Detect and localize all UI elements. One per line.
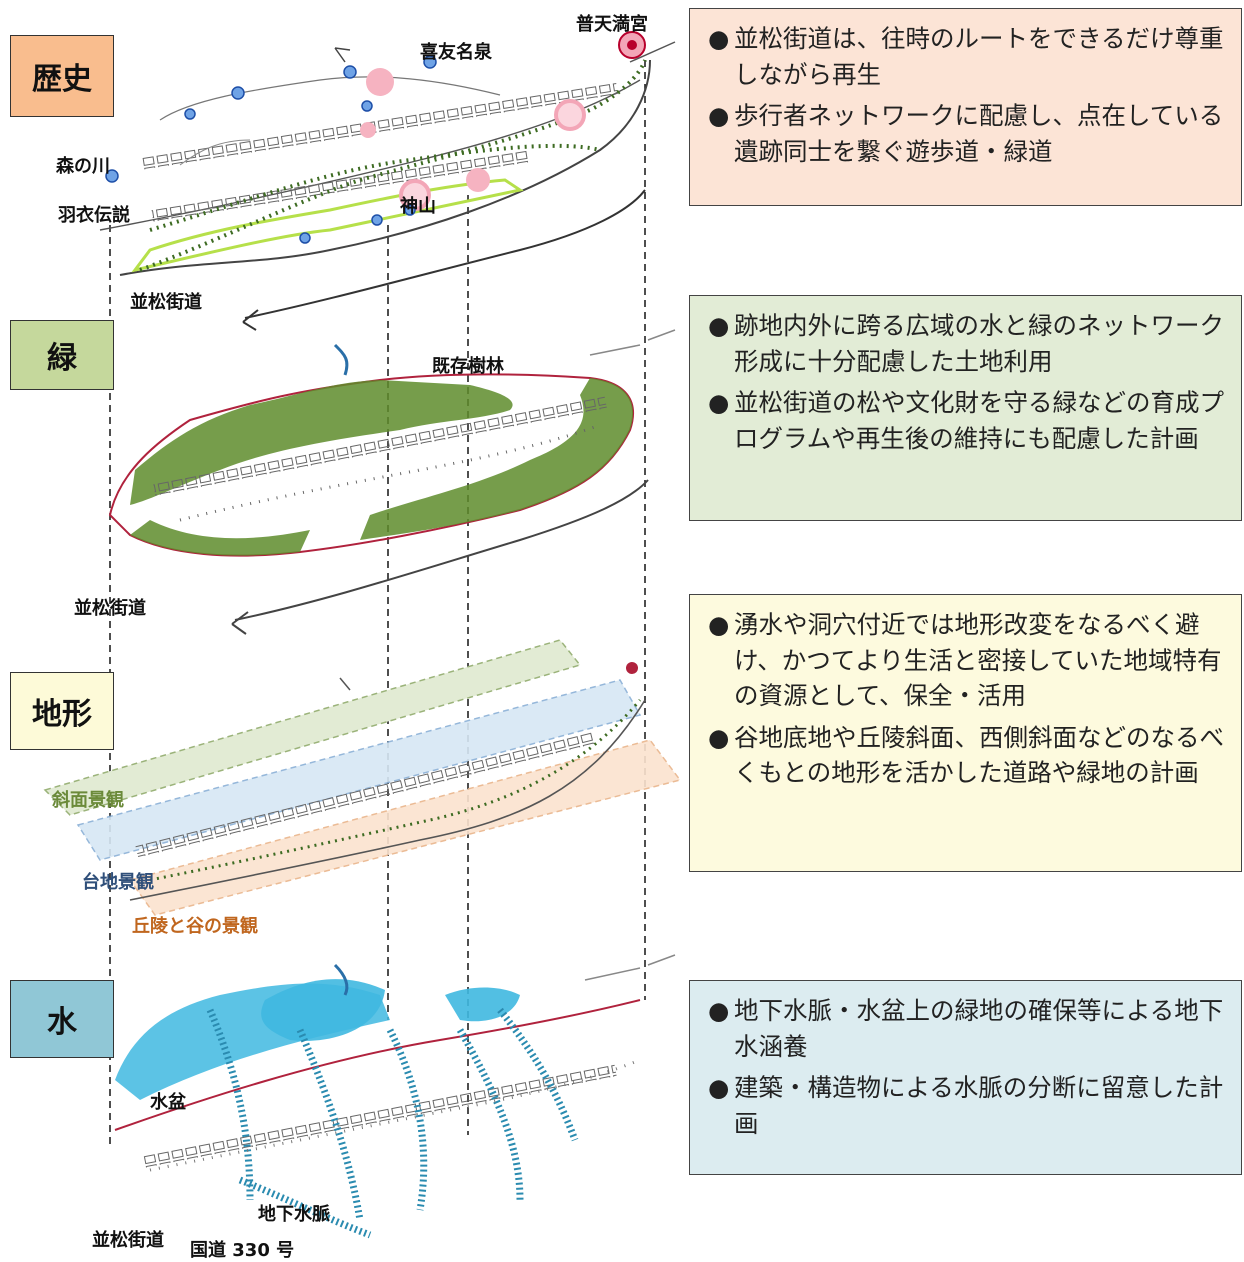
terrain-map — [43, 639, 682, 916]
label-suibon: 水盆 — [150, 1092, 186, 1113]
water-map — [114, 954, 676, 1239]
label-namimatsu-1: 並松街道 — [130, 292, 202, 313]
note-terrain-item-1: ●湧水や洞穴付近では地形改変をなるべく避け、かつてより生活と密接していた地域特有… — [708, 610, 1222, 711]
note-green-item-1: ●跡地内外に跨る広域の水と緑のネットワーク形成に十分配慮した土地利用 — [708, 311, 1224, 376]
layer-label-green: 緑 — [10, 320, 114, 390]
note-terrain-item-2: ●谷地底地や丘陵斜面、西側斜面などのなるべくもとの地形を活かした道路や緑地の計画 — [708, 722, 1224, 788]
layered-site-diagram — [43, 31, 682, 1239]
note-green: ●跡地内外に跨る広域の水と緑のネットワーク形成に十分配慮した土地利用 ●並松街道… — [689, 295, 1242, 521]
note-water-item-1: ●地下水脈・水盆上の緑地の確保等による地下水涵養 — [708, 996, 1224, 1061]
label-namimatsu-3: 並松街道 — [92, 1230, 164, 1251]
note-history-item-1: ●並松街道は、往時のルートをできるだけ尊重しながら再生 — [708, 24, 1224, 89]
label-jinzan: 神山 — [400, 196, 436, 217]
label-kizon: 既存樹林 — [432, 356, 504, 377]
label-daichi: 台地景観 — [82, 872, 154, 893]
label-route330: 国道 330 号 — [190, 1240, 295, 1261]
label-chikasui: 地下水脈 — [258, 1204, 330, 1225]
note-water-item-2: ●建築・構造物による水脈の分断に留意した計画 — [708, 1073, 1224, 1138]
layer-label-terrain: 地形 — [10, 672, 114, 750]
label-kyuryo: 丘陵と谷の景観 — [132, 916, 258, 937]
note-water: ●地下水脈・水盆上の緑地の確保等による地下水涵養 ●建築・構造物による水脈の分断… — [689, 980, 1242, 1175]
note-history-item-2: ●歩行者ネットワークに配慮し、点在している遺跡同士を繋ぐ遊歩道・緑道 — [708, 101, 1224, 166]
green-map — [108, 329, 676, 635]
label-futenma: 普天満宮 — [576, 14, 648, 35]
label-namimatsu-2: 並松街道 — [74, 598, 146, 619]
label-morinokawa: 森の川 — [56, 156, 110, 177]
label-shamen: 斜面景観 — [52, 790, 124, 811]
layer-label-water: 水 — [10, 980, 114, 1058]
label-kiyuna: 喜友名泉 — [420, 42, 492, 63]
history-map — [99, 31, 676, 331]
note-history: ●並松街道は、往時のルートをできるだけ尊重しながら再生 ●歩行者ネットワークに配… — [689, 8, 1242, 206]
note-green-item-2: ●並松街道の松や文化財を守る緑などの育成プログラムや再生後の維持にも配慮した計画 — [708, 388, 1224, 453]
note-terrain: ●湧水や洞穴付近では地形改変をなるべく避け、かつてより生活と密接していた地域特有… — [689, 594, 1242, 872]
label-hagoromo: 羽衣伝説 — [58, 205, 130, 226]
layer-label-history: 歴史 — [10, 35, 114, 117]
